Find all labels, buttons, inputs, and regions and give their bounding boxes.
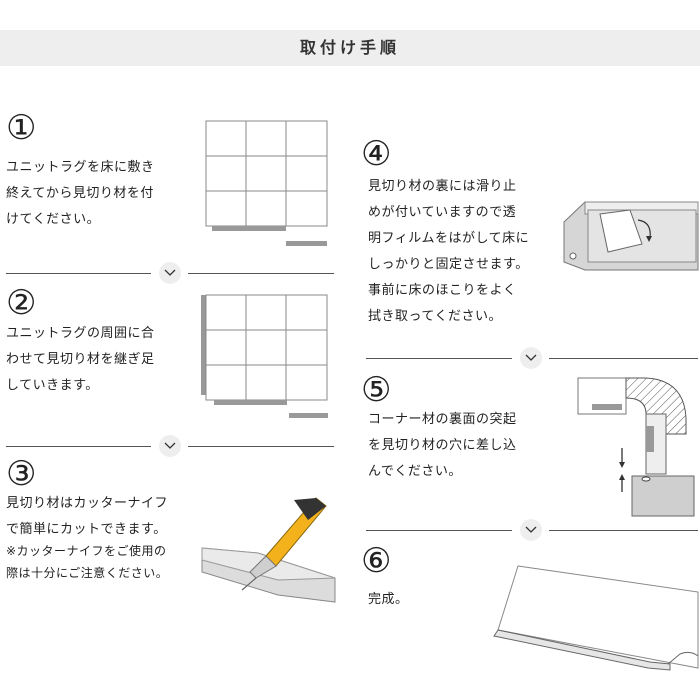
step-4-illustration <box>563 201 699 271</box>
step-2-number: ② <box>6 283 37 323</box>
divider-4-left <box>366 358 512 359</box>
divider-5-right <box>549 530 698 531</box>
divider-4-right <box>549 358 698 359</box>
section-header: 取付け手順 <box>0 30 700 66</box>
divider-2-right <box>188 446 334 447</box>
step-3-number: ③ <box>6 454 37 494</box>
step-4-text: 見切り材の裏には滑り止 めが付いていますので透 明フィルムをはがして床に しっか… <box>368 179 530 324</box>
page-title: 取付け手順 <box>299 38 400 57</box>
step-2-illustration <box>201 294 328 418</box>
step-3-note: ※カッターナイフをご使用の 際は十分にご注意ください。 <box>6 544 169 580</box>
step-3-illustration <box>201 497 336 603</box>
step-5-text: コーナー材の裏面の突起 を見切り材の穴に差し込 んでください。 <box>368 412 517 479</box>
divider-1-right <box>188 273 334 274</box>
step-1-illustration <box>205 120 328 246</box>
chevron-down-icon <box>159 262 181 284</box>
step-5-illustration <box>577 377 695 517</box>
step-1-text: ユニットラグを床に敷き 終えてから見切り材を付 けてください。 <box>6 160 155 227</box>
chevron-down-icon <box>520 347 542 369</box>
step-1-number: ① <box>6 108 37 148</box>
step-3-text: 見切り材はカッターナイフ で簡単にカットできます。 <box>6 496 169 537</box>
chevron-down-icon <box>159 435 181 457</box>
step-6-text: 完成。 <box>368 592 409 607</box>
step-2-text: ユニットラグの周囲に合 わせて見切り材を継ぎ足 していきます。 <box>6 326 155 393</box>
step-6-number: ⑥ <box>361 541 392 581</box>
divider-1-left <box>6 273 151 274</box>
step-6-illustration <box>493 565 699 671</box>
step-4-number: ④ <box>361 134 392 174</box>
step-5-number: ⑤ <box>361 370 392 410</box>
chevron-down-icon <box>520 519 542 541</box>
divider-5-left <box>366 530 512 531</box>
divider-2-left <box>6 446 151 447</box>
